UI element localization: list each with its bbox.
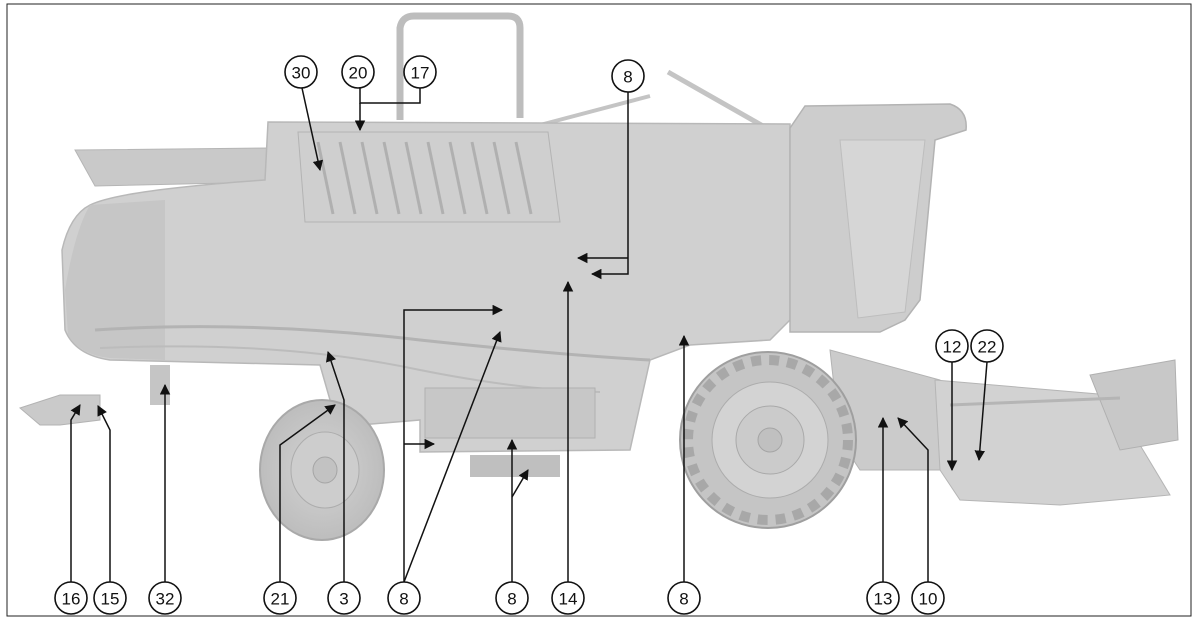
leader-15: [97, 405, 111, 582]
svg-text:20: 20: [349, 64, 368, 83]
leader-8-top-a: [590, 92, 629, 280]
callout-8-top: 8: [611, 59, 645, 93]
leader-8-a1: [403, 304, 504, 582]
rod: [539, 94, 651, 127]
side-panel: [424, 387, 596, 439]
rear-wheel: [259, 399, 385, 541]
svg-text:32: 32: [156, 590, 175, 609]
svg-text:8: 8: [623, 68, 632, 87]
callout-10: 10: [911, 581, 945, 615]
leader-16: [70, 404, 81, 582]
callout-22: 22: [970, 329, 1004, 363]
svg-text:21: 21: [271, 590, 290, 609]
rear-bracket: [150, 365, 170, 405]
svg-text:15: 15: [101, 590, 120, 609]
leader-10: [897, 417, 929, 582]
callout-14: 14: [551, 581, 585, 615]
svg-text:14: 14: [559, 590, 578, 609]
callout-8-a: 8: [387, 581, 421, 615]
callout-32: 32: [148, 581, 182, 615]
callout-8-c: 8: [667, 581, 701, 615]
leader-3: [326, 351, 345, 582]
leader-20-17-bracket: [359, 88, 421, 104]
leader-21: [279, 404, 336, 582]
svg-text:12: 12: [943, 338, 962, 357]
svg-text:8: 8: [399, 590, 408, 609]
svg-text:8: 8: [679, 590, 688, 609]
svg-text:16: 16: [62, 590, 81, 609]
callout-16: 16: [54, 581, 88, 615]
svg-text:3: 3: [339, 590, 348, 609]
callout-20: 20: [341, 55, 375, 89]
side-skirt-line: [94, 325, 651, 362]
leader-8-b2: [511, 469, 529, 498]
svg-text:10: 10: [919, 590, 938, 609]
main-body: [61, 121, 791, 453]
callout-30: 30: [284, 55, 318, 89]
callout-13: 13: [866, 581, 900, 615]
leader-22: [974, 361, 988, 462]
callout-12: 12: [935, 329, 969, 363]
svg-text:22: 22: [978, 338, 997, 357]
callout-8-b: 8: [495, 581, 529, 615]
grain-tank-louvres: [297, 131, 561, 223]
callouts: 30 20 17 8 12 22 16 15 32 21 3 8 8 14 8 …: [54, 55, 1004, 615]
leader-30: [301, 87, 324, 172]
front-wheel: [679, 351, 857, 529]
cab-window: [839, 139, 926, 319]
svg-text:8: 8: [507, 590, 516, 609]
svg-text:17: 17: [411, 64, 430, 83]
rod: [666, 69, 772, 133]
combine-harvester-illustration: [18, 12, 1179, 541]
reel: [1089, 359, 1179, 451]
callout-17: 17: [403, 55, 437, 89]
callout-15: 15: [93, 581, 127, 615]
reel-arm: [949, 396, 1121, 407]
step: [470, 455, 560, 477]
rear-hitch: [18, 394, 101, 426]
rear-hood: [65, 200, 165, 360]
svg-text:13: 13: [874, 590, 893, 609]
svg-text:30: 30: [292, 64, 311, 83]
leader-8-a2: [403, 331, 502, 583]
callout-21: 21: [263, 581, 297, 615]
unloading-auger: [74, 147, 271, 187]
leader-lines: [70, 87, 988, 583]
callout-3: 3: [327, 581, 361, 615]
rollbar: [396, 12, 524, 120]
